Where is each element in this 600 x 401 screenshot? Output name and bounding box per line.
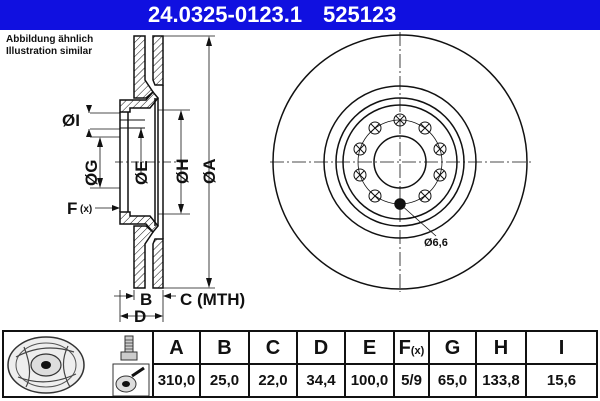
header-i: I xyxy=(525,332,596,365)
value-f: 5/9 xyxy=(393,365,428,396)
value-a: 310,0 xyxy=(152,365,199,396)
value-i: 15,6 xyxy=(525,365,596,396)
value-b: 25,0 xyxy=(199,365,248,396)
disc-thumbnail-icon xyxy=(7,335,150,397)
header-d: D xyxy=(296,332,344,365)
value-h: 133,8 xyxy=(475,365,525,396)
value-g: 65,0 xyxy=(428,365,475,396)
front-view xyxy=(270,32,532,292)
bolt-icon xyxy=(120,335,138,361)
value-c: 22,0 xyxy=(248,365,296,396)
label-dim-b: B xyxy=(140,290,152,309)
header-b: B xyxy=(199,332,248,365)
header-f-label: F xyxy=(398,337,411,359)
caption-german: Abbildung ähnlich xyxy=(6,34,94,45)
product-thumbnails xyxy=(4,332,154,397)
label-dim-f: F xyxy=(67,199,77,218)
label-dim-i: ØI xyxy=(62,111,80,130)
label-dim-f-sub: (x) xyxy=(80,204,92,215)
label-dim-g: ØG xyxy=(82,160,101,186)
header-c: C xyxy=(248,332,296,365)
dimension-arrows xyxy=(86,36,212,319)
locating-hole-label: Ø6,6 xyxy=(424,237,448,249)
label-dim-c: C (MTH) xyxy=(180,290,245,309)
header-e: E xyxy=(344,332,393,365)
label-dim-a: ØA xyxy=(200,159,219,185)
caption-english: Illustration similar xyxy=(6,46,93,57)
technical-drawing: ØI ØG ØE ØH ØA F (x) B C (MTH) D xyxy=(62,32,532,326)
header-f-sub: (x) xyxy=(410,345,425,357)
bolt-holes xyxy=(353,113,447,203)
header-f: F(x) xyxy=(393,332,428,365)
label-dim-e: ØE xyxy=(132,160,151,185)
label-dim-h: ØH xyxy=(173,159,192,185)
title-bar: 24.0325-0123.1 525123 xyxy=(0,0,600,30)
grease-icon xyxy=(112,363,150,397)
dimensions-table: A B C D E F(x) G H I 310,0 25,0 22,0 34,… xyxy=(2,330,598,398)
value-e: 100,0 xyxy=(344,365,393,396)
illustration-note: Abbildung ähnlich Illustration similar xyxy=(6,34,93,58)
header-g: G xyxy=(428,332,475,365)
label-dim-d: D xyxy=(134,307,146,326)
header-a: A xyxy=(152,332,199,365)
header-h: H xyxy=(475,332,525,365)
ref-number: 525123 xyxy=(323,2,397,27)
cross-section-view xyxy=(88,35,215,322)
part-number: 24.0325-0123.1 xyxy=(148,2,303,27)
value-d: 34,4 xyxy=(296,365,344,396)
